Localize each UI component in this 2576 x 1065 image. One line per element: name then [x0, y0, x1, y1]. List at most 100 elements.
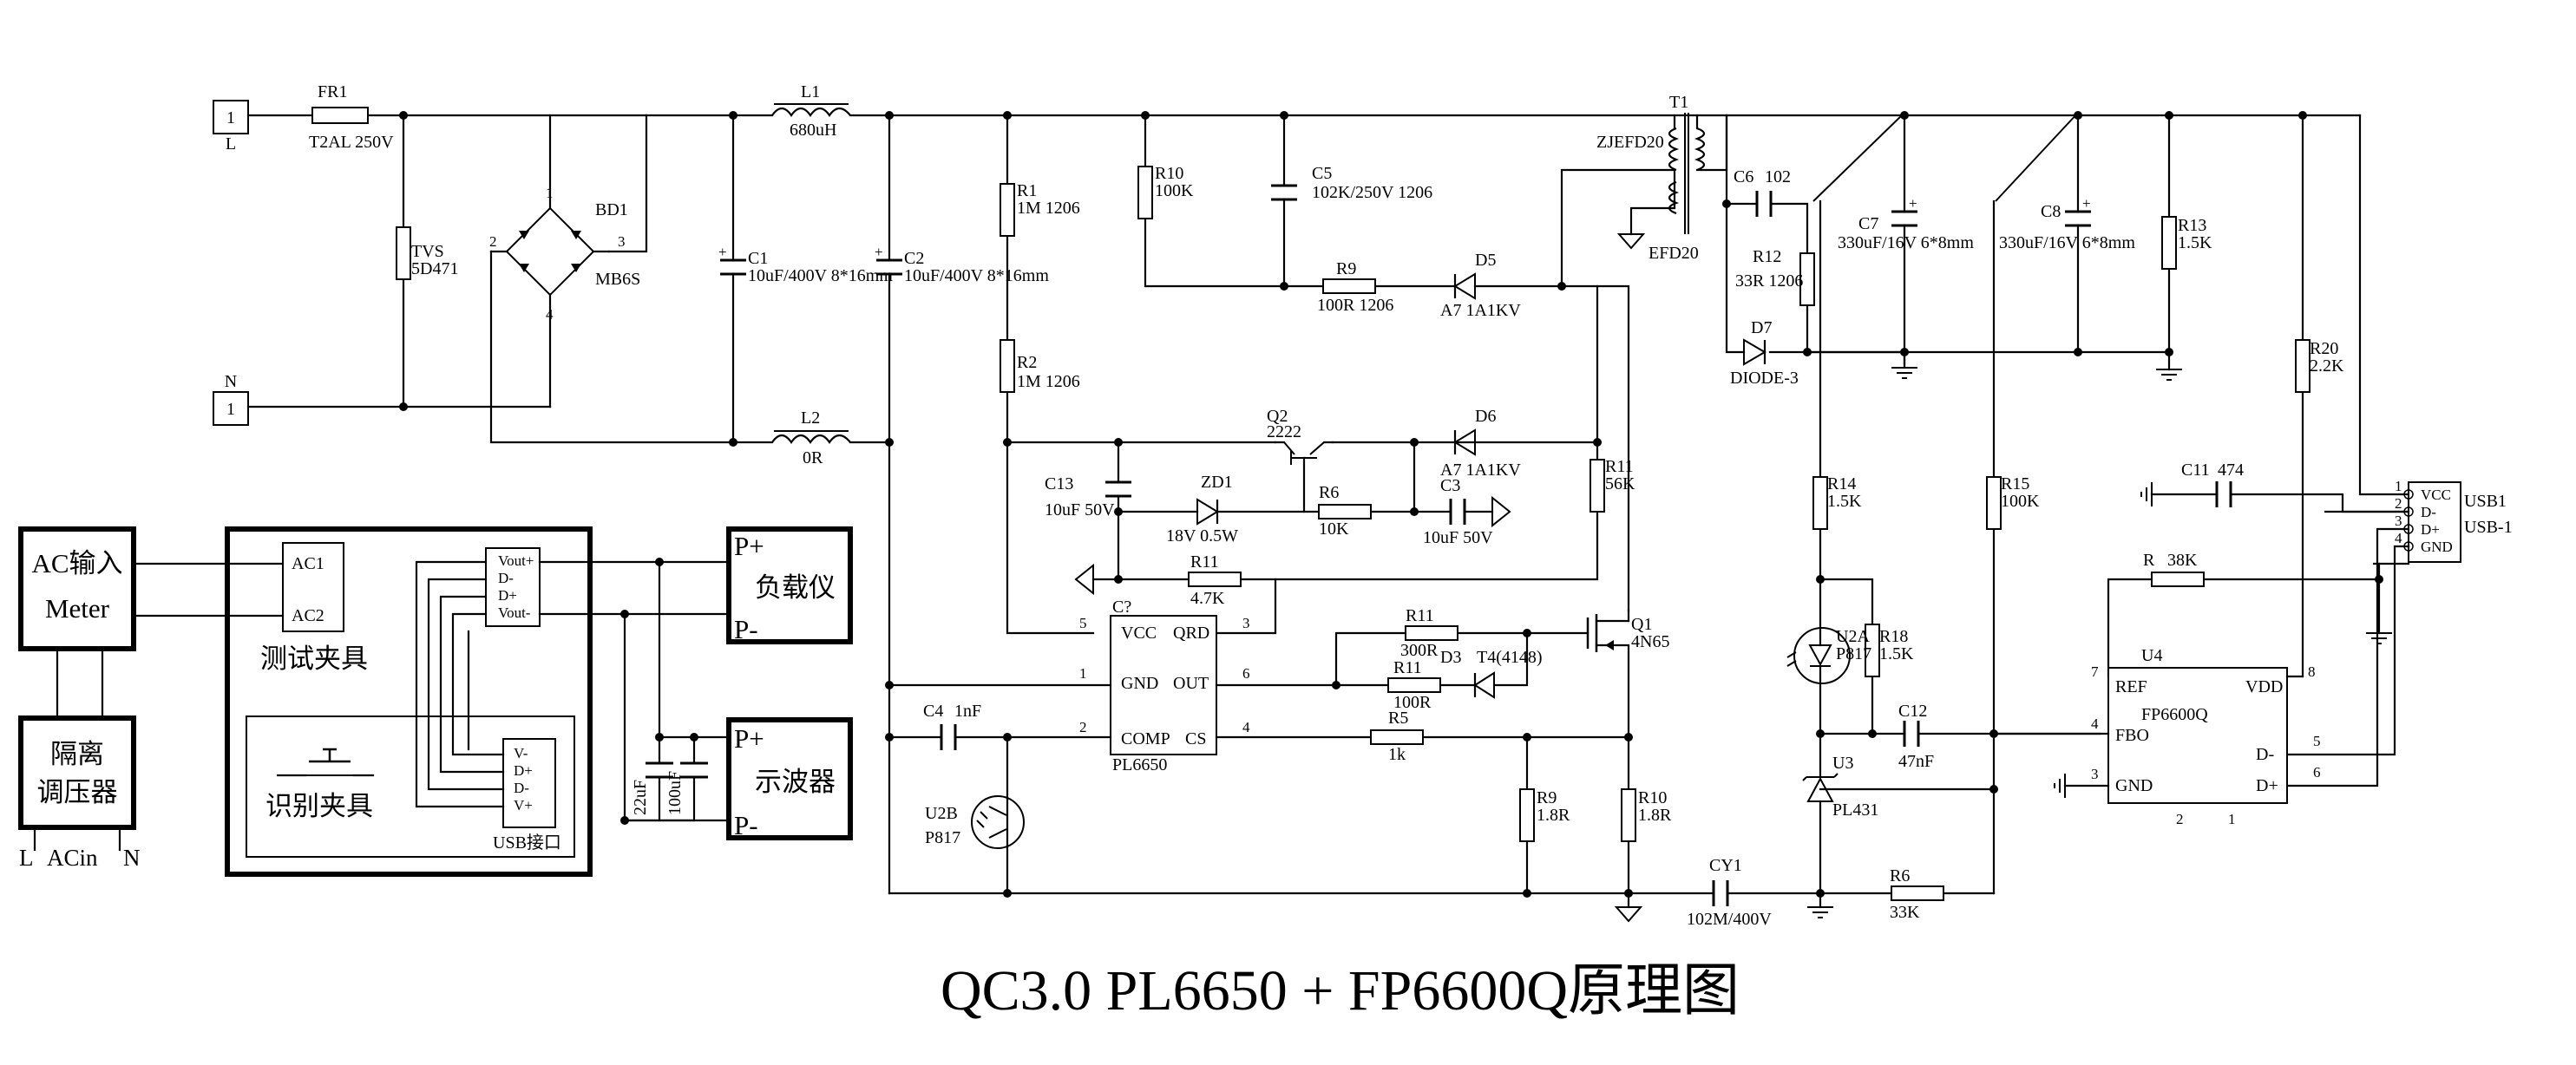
ic-pin-out: OUT [1173, 674, 1209, 693]
isolation-transformer-box [18, 715, 136, 830]
r11c-value: 300R [1400, 641, 1439, 660]
ic-pin-vcc: VCC [1121, 624, 1157, 643]
r6a-ref: R6 [1319, 483, 1339, 502]
capacitor-100uf [680, 761, 708, 779]
l-connector[interactable] [213, 100, 249, 134]
r11a-value: 56K [1605, 474, 1635, 493]
c7-value: 330uF/16V 6*8mm [1838, 233, 1974, 252]
c12-ref: C12 [1898, 702, 1927, 721]
svg-text:+: + [1909, 195, 1917, 212]
l2-ref: L2 [801, 408, 820, 428]
capacitor-c4 [940, 724, 957, 750]
r13-value: 1.5K [2178, 233, 2212, 252]
r12-value: 33R 1206 [1735, 271, 1803, 291]
resistor-r11-56k [1590, 459, 1605, 513]
usb-pin-dp: D+ [2421, 521, 2440, 538]
resistor-r13 [2161, 216, 2177, 270]
resistor-r6-33k [1891, 885, 1944, 901]
ic-pin-cs: CS [1185, 729, 1206, 748]
u4-pin-dm: D- [2256, 745, 2274, 764]
iso-line2: 调压器 [37, 777, 118, 807]
resistor-r-38k [2151, 572, 2205, 587]
ic-pin-qrd: QRD [1173, 624, 1209, 643]
r5-ref: R5 [1388, 709, 1408, 728]
ac1-label: AC1 [292, 554, 324, 573]
d6-value: A7 1A1KV [1440, 461, 1521, 480]
r2-value: 1M 1206 [1017, 372, 1080, 391]
iso-acin: ACin [47, 845, 98, 871]
u4-pin-ref: REF [2115, 677, 2147, 696]
tvs-value: 5D471 [411, 259, 458, 278]
u4-pin-num-fbo: 4 [2091, 715, 2099, 732]
c11-ref: C11 [2181, 461, 2210, 480]
usb-ref: USB1 [2464, 492, 2507, 511]
ground-usb-icon [2366, 632, 2392, 644]
d5-value: A7 1A1KV [1440, 301, 1521, 320]
iso-line1: 隔离 [50, 739, 104, 769]
usb-interface-block [502, 738, 556, 828]
resistor-r1 [1000, 183, 1015, 237]
u4-name: FP6600Q [2141, 705, 2208, 724]
scope-label: 示波器 [755, 767, 836, 797]
r20-value: 2.2K [2310, 356, 2344, 376]
ground-u4-icon [2054, 774, 2066, 798]
scope-pminus: P- [734, 810, 758, 840]
ic-pin-num-qrd: 3 [1242, 615, 1250, 631]
resistor-r18 [1865, 624, 1880, 677]
n-connector[interactable] [213, 391, 249, 426]
fr1-ref: FR1 [318, 82, 347, 101]
vout-pin-2: D- [498, 570, 514, 586]
t4-ref: T4(4148) [1477, 648, 1543, 667]
r1-ref: R1 [1017, 181, 1037, 200]
r38-value: 38K [2167, 551, 2198, 570]
usb-pin-vcc: VCC [2421, 487, 2451, 503]
optocoupler-u2b [971, 735, 1025, 895]
d3-ref: D3 [1440, 648, 1461, 667]
r6b-value: 33K [1890, 903, 1920, 922]
usbi-pin-2: D+ [514, 762, 533, 779]
r5-value: 1k [1388, 745, 1406, 764]
capacitor-c11 [2215, 481, 2232, 507]
c2-value: 10uF/400V 8*16mm [904, 266, 1049, 285]
ground-r11-icon [1074, 563, 1094, 596]
vout-pin-3: D+ [498, 587, 517, 604]
svg-text:+: + [718, 244, 727, 260]
u3-ref: U3 [1832, 754, 1853, 773]
t1-ref: T1 [1669, 93, 1688, 112]
resistor-r5 [1370, 729, 1424, 745]
capacitor-c13 [1105, 480, 1131, 498]
u4-pin-num-dm: 5 [2313, 733, 2321, 749]
r38-ref: R [2143, 551, 2155, 570]
resistor-r6-10k [1318, 504, 1372, 519]
cy1-ref: CY1 [1709, 856, 1742, 875]
c8-ref: C8 [2041, 202, 2061, 221]
optocoupler-u2a [1786, 578, 1851, 735]
resistor-r11-300r [1405, 625, 1458, 641]
ic-fp6600q [2107, 667, 2288, 804]
ic-name: PL6650 [1112, 755, 1167, 774]
d7-value: DIODE-3 [1730, 369, 1799, 388]
ground-c7-icon [1891, 367, 1917, 379]
l1-ref: L1 [801, 82, 820, 101]
test-clamp-box [225, 526, 593, 877]
usb-pin-dm: D- [2421, 504, 2436, 520]
n-pin: 1 [226, 400, 235, 419]
vout-terminal-block [485, 547, 541, 627]
load-pplus: P+ [734, 531, 764, 561]
ac-terminal-block [282, 542, 344, 632]
usb-pin-gnd: GND [2421, 539, 2453, 555]
bd1-pin-3: 3 [618, 233, 626, 250]
r10a-ref: R10 [1155, 164, 1183, 183]
r9b-ref: R9 [1537, 788, 1557, 807]
r11d-value: 100R [1393, 693, 1432, 712]
r10b-value: 1.8R [1638, 806, 1672, 825]
resistor-r2 [1000, 339, 1015, 393]
r18-ref: R18 [1879, 627, 1908, 646]
zd1-value: 18V 0.5W [1166, 526, 1238, 546]
push-button-icon [276, 748, 375, 777]
l-label: L [226, 134, 236, 154]
capacitor-22uf [646, 761, 673, 779]
resistor-r9-sense [1519, 788, 1535, 842]
secondary-stage: C6 102 R12 33R 1206 D7 DIODE-3 + C7 330u… [1722, 111, 2513, 922]
